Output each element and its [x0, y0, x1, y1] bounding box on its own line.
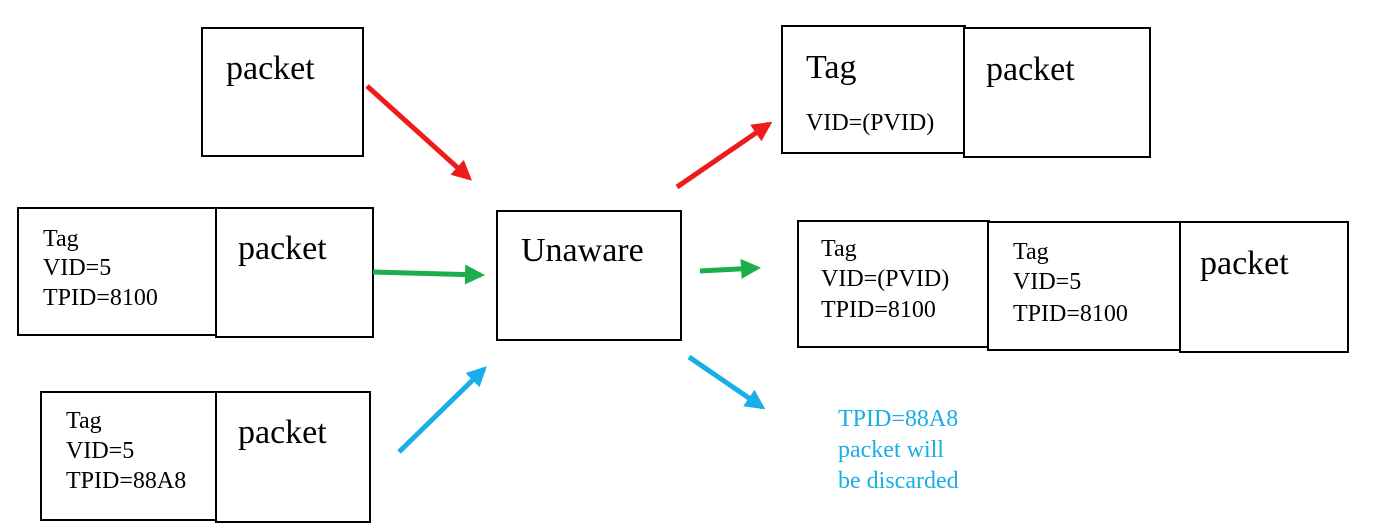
input-8100-packet-box [215, 207, 374, 338]
input-88a8-tpid-label: TPID=88A8 [66, 468, 187, 494]
output-8100-outer-vid-label: VID=(PVID) [821, 266, 950, 292]
output-8100-outer-tag-box [797, 220, 990, 348]
arrow-88a8-out [687, 354, 766, 410]
output-8100-inner-tpid-label: TPID=8100 [1013, 301, 1128, 327]
arrow-8100-out [699, 258, 761, 279]
output-8100-outer-tpid-label: TPID=8100 [821, 297, 936, 323]
output-8100-inner-tag-label: Tag [1013, 239, 1049, 265]
arrow-8100-in [372, 264, 485, 285]
output-untagged-vid-label: VID=(PVID) [806, 110, 935, 136]
discard-note-line-1: TPID=88A8 [838, 406, 959, 432]
input-8100-vid-label: VID=5 [43, 255, 112, 281]
output-8100-inner-tag-box [987, 221, 1182, 351]
discard-note-line-3: be discarded [838, 468, 959, 494]
input-untagged-packet-label: packet [226, 50, 315, 87]
input-88a8-packet-label: packet [238, 414, 327, 451]
unaware-port-label: Unaware [521, 232, 644, 269]
input-88a8-tag-label: Tag [66, 408, 102, 434]
output-untagged-tag-label: Tag [806, 49, 857, 86]
input-88a8-packet-box [215, 391, 371, 523]
output-untagged-packet-label: packet [986, 51, 1075, 88]
arrow-untagged-in [365, 84, 472, 181]
output-8100-outer-tag-label: Tag [821, 236, 857, 262]
arrow-88a8-in [397, 366, 487, 454]
output-8100-inner-vid-label: VID=5 [1013, 269, 1082, 295]
input-88a8-tag-box [40, 391, 219, 521]
input-8100-tag-label: Tag [43, 226, 79, 252]
output-8100-packet-box [1179, 221, 1349, 353]
input-8100-tpid-label: TPID=8100 [43, 285, 158, 311]
output-untagged-tag-box [781, 25, 966, 154]
discard-note-line-2: packet will [838, 437, 944, 463]
input-8100-packet-label: packet [238, 230, 327, 267]
input-8100-tag-box [17, 207, 217, 336]
arrow-untagged-out [675, 121, 773, 190]
input-untagged-packet-box [201, 27, 364, 157]
output-untagged-packet-box [963, 27, 1151, 158]
output-8100-packet-label: packet [1200, 245, 1289, 282]
unaware-port-box [496, 210, 682, 341]
input-88a8-vid-label: VID=5 [66, 438, 135, 464]
